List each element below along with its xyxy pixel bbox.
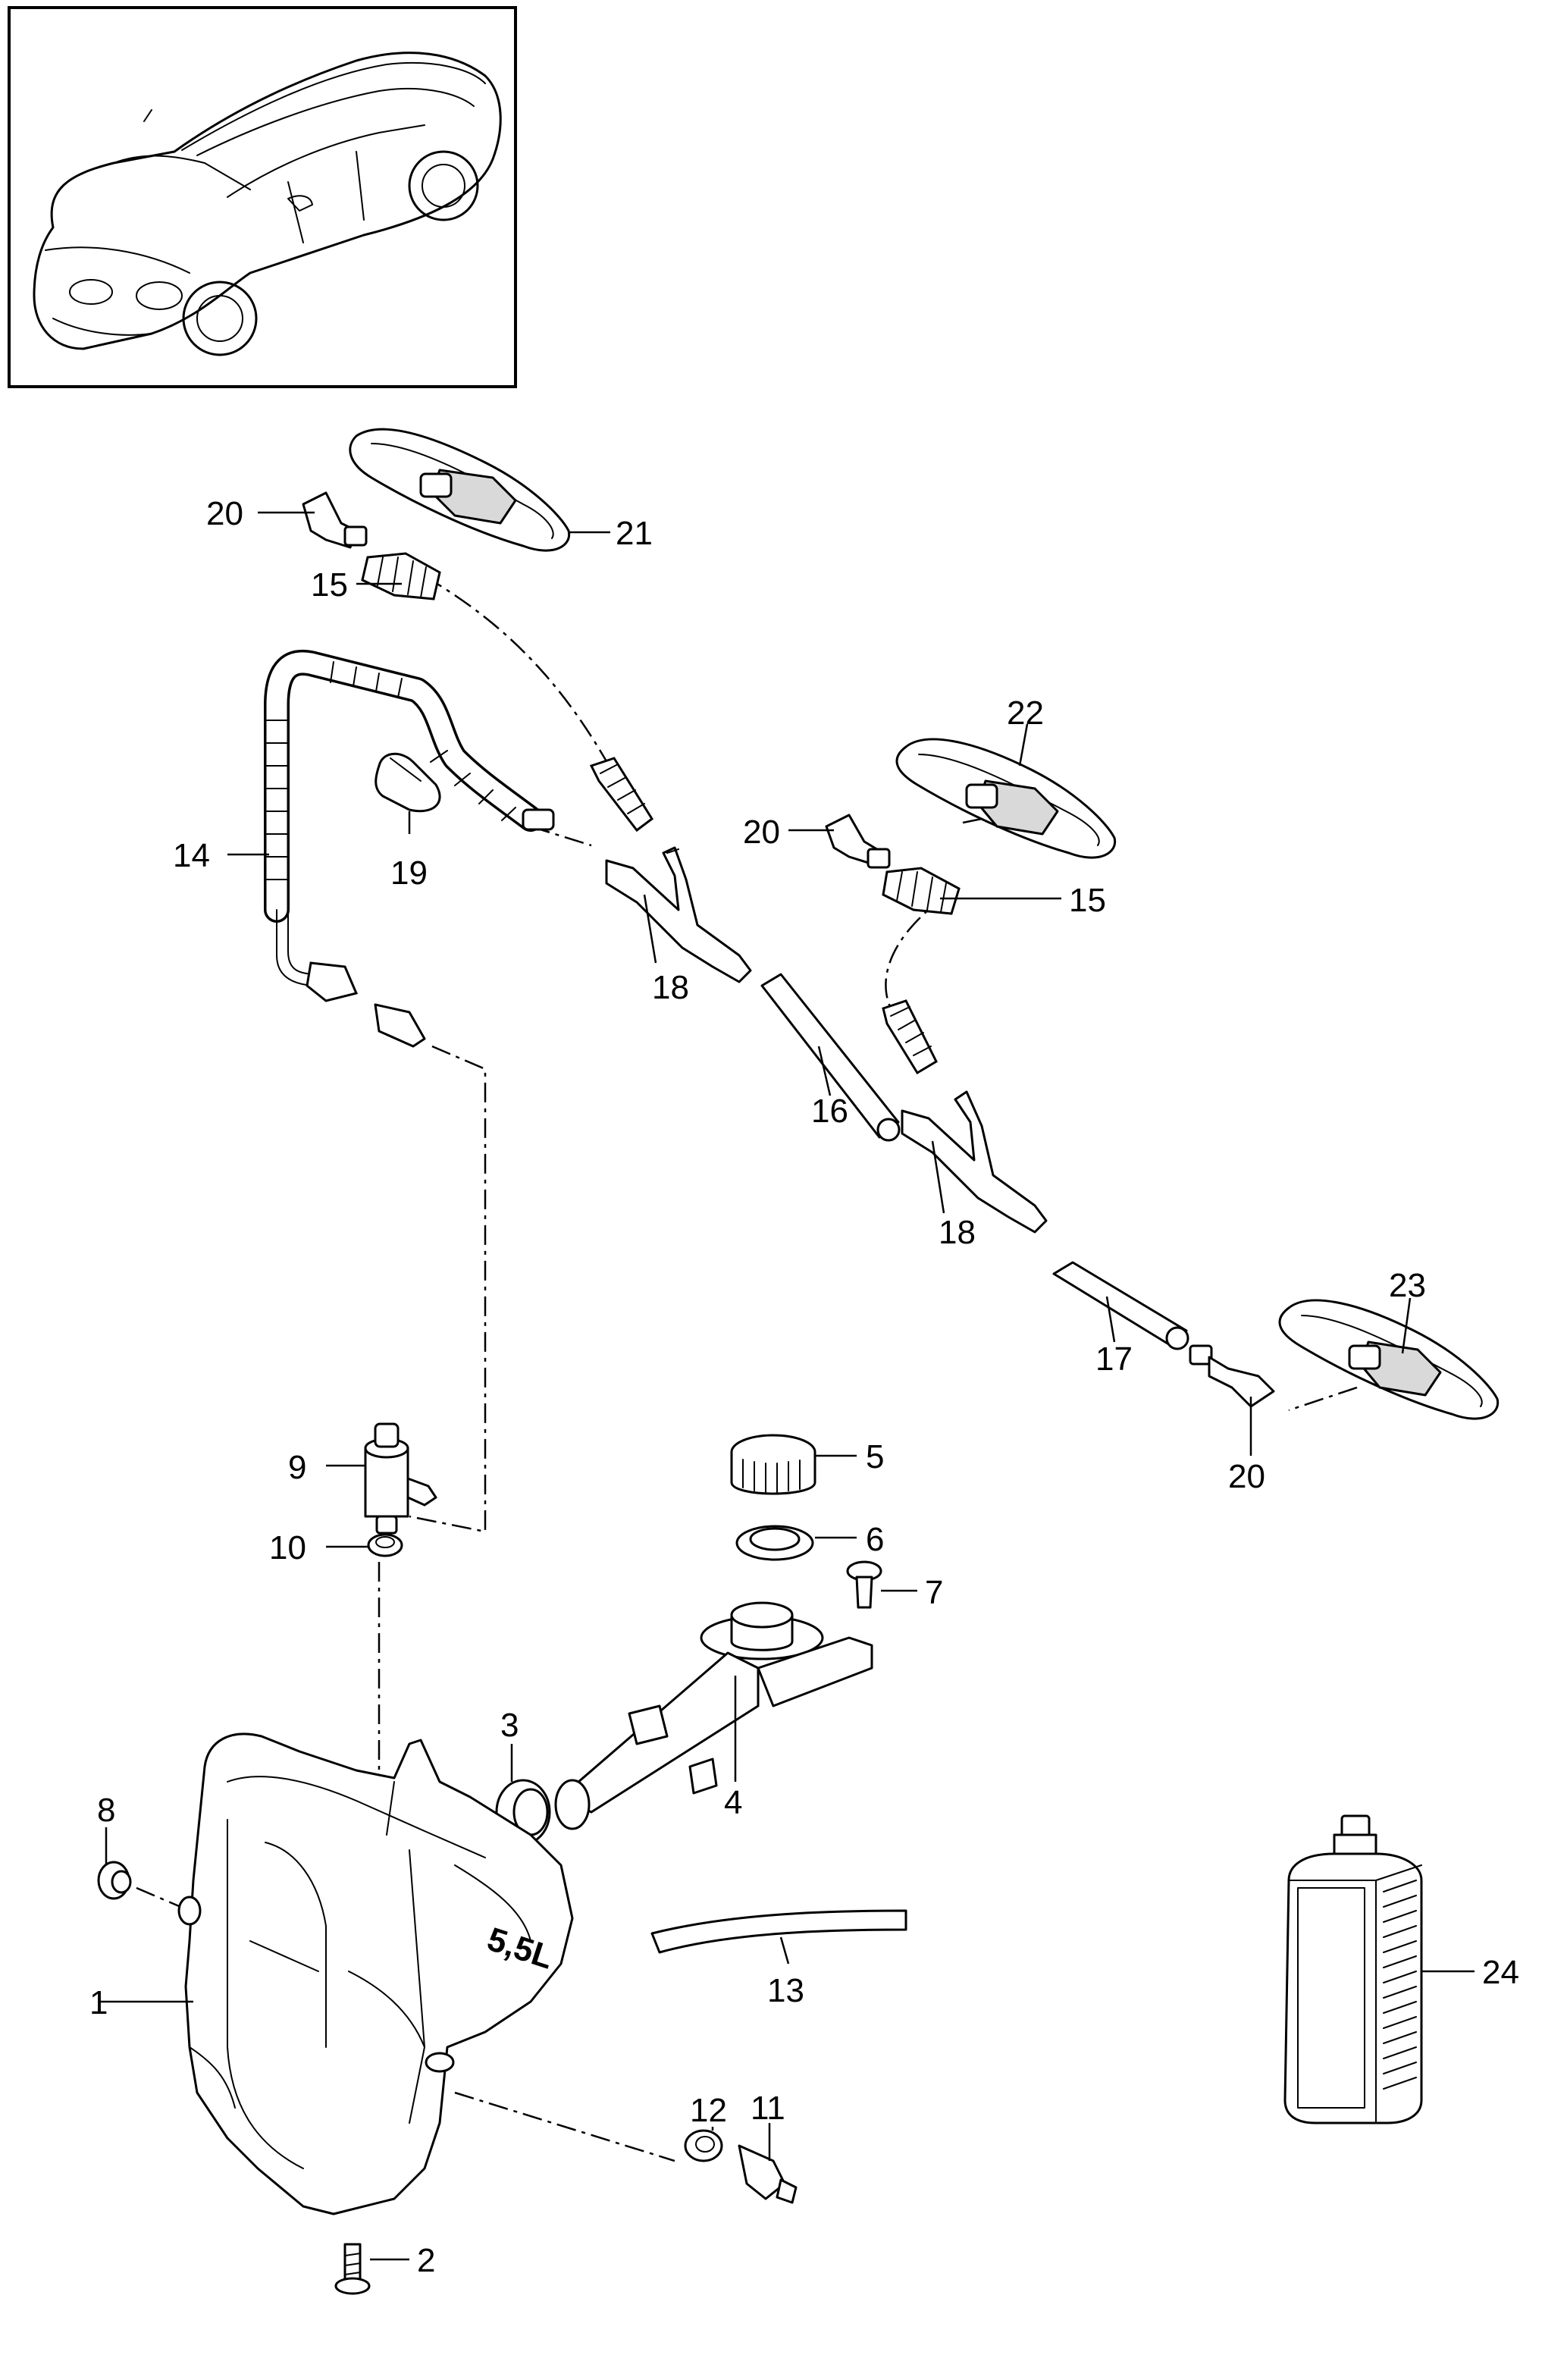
callout-11: 11 (751, 2090, 785, 2127)
pump-grommet-10 (367, 1533, 403, 1557)
callout-21: 21 (616, 515, 653, 552)
y-piece-18-lower (901, 1090, 1048, 1234)
grommet-12 (684, 2129, 723, 2162)
callout-18-upper: 18 (652, 969, 689, 1006)
main-hose-14 (264, 649, 555, 1048)
washer-nozzle-21 (349, 428, 571, 552)
bolt-2 (334, 2243, 371, 2295)
callout-13: 13 (767, 1972, 804, 2009)
callout-4: 4 (724, 1784, 742, 1821)
callout-16: 16 (811, 1093, 848, 1130)
callout-12: 12 (690, 2092, 727, 2129)
callout-2: 2 (417, 2242, 435, 2279)
callout-24: 24 (1482, 1954, 1519, 1991)
callout-20-middle: 20 (743, 814, 780, 851)
callout-19: 19 (390, 854, 428, 892)
callout-14: 14 (173, 837, 210, 874)
hose-coupling-15-top (361, 552, 441, 600)
bolt-8 (97, 1861, 132, 1900)
callout-23: 23 (1389, 1267, 1426, 1304)
callout-22: 22 (1007, 695, 1044, 732)
filler-cap-5 (730, 1434, 816, 1495)
hose-coupling-lower (882, 999, 938, 1075)
y-piece-18-upper (605, 846, 752, 983)
callout-17: 17 (1095, 1341, 1133, 1378)
elbow-connector-20-bottom (1189, 1344, 1275, 1408)
callout-20-top: 20 (206, 495, 243, 532)
hose-13 (650, 1909, 907, 1954)
callout-15-middle: 15 (1069, 882, 1106, 919)
washer-nozzle-22 (895, 738, 1117, 859)
hose-17 (1052, 1261, 1189, 1350)
callout-6: 6 (866, 1521, 884, 1558)
hose-coupling-upper (589, 757, 654, 833)
level-sensor-11 (738, 2144, 798, 2204)
callout-labels: 20 21 15 14 19 18 16 22 20 15 18 17 23 2… (89, 495, 1519, 2279)
filler-neck-4 (554, 1601, 873, 1830)
elbow-connector-20-middle (825, 814, 891, 869)
callout-20-bottom: 20 (1228, 1458, 1265, 1495)
callout-18-lower: 18 (939, 1214, 976, 1251)
callout-3: 3 (500, 1707, 519, 1744)
hose-16 (760, 973, 901, 1142)
washer-reservoir-1: 5,5L (177, 1732, 574, 2215)
callout-15-top: 15 (311, 566, 348, 604)
callout-1: 1 (89, 1984, 108, 2021)
elbow-connector-20-top (302, 491, 368, 549)
washer-fluid-bottle-24 (1283, 1814, 1423, 2124)
hose-coupling-15-middle (882, 867, 961, 915)
hose-clip-19 (375, 752, 441, 813)
washer-nozzle-23 (1278, 1299, 1500, 1420)
callout-10: 10 (269, 1529, 306, 1566)
vehicle-thumbnail (8, 6, 517, 388)
callout-8: 8 (97, 1792, 115, 1829)
callout-7: 7 (925, 1574, 943, 1611)
washer-pump-9 (364, 1422, 437, 1535)
callout-5: 5 (866, 1438, 884, 1475)
screw-7 (846, 1560, 882, 1609)
filler-seal-6 (735, 1525, 814, 1561)
callout-9: 9 (288, 1449, 306, 1486)
leader-lines (99, 511, 1475, 2261)
